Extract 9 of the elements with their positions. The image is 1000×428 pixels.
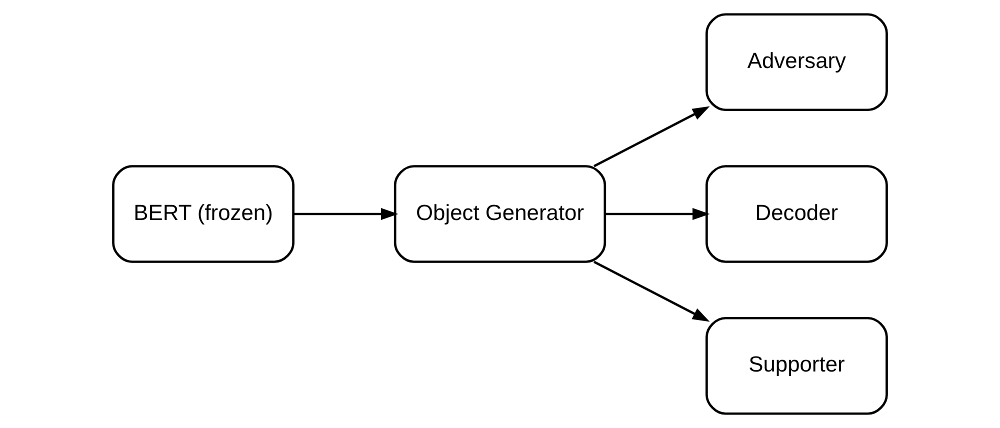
- node-box: Decoder: [706, 165, 888, 263]
- arrow: [594, 106, 710, 168]
- arrow: [605, 208, 710, 220]
- arrow: [293, 208, 398, 220]
- node-box: BERT (frozen): [112, 165, 294, 263]
- node-box: Object Generator: [394, 165, 606, 263]
- node-box: Supporter: [706, 316, 888, 415]
- node-box: Adversary: [706, 13, 888, 112]
- arrow: [594, 260, 710, 322]
